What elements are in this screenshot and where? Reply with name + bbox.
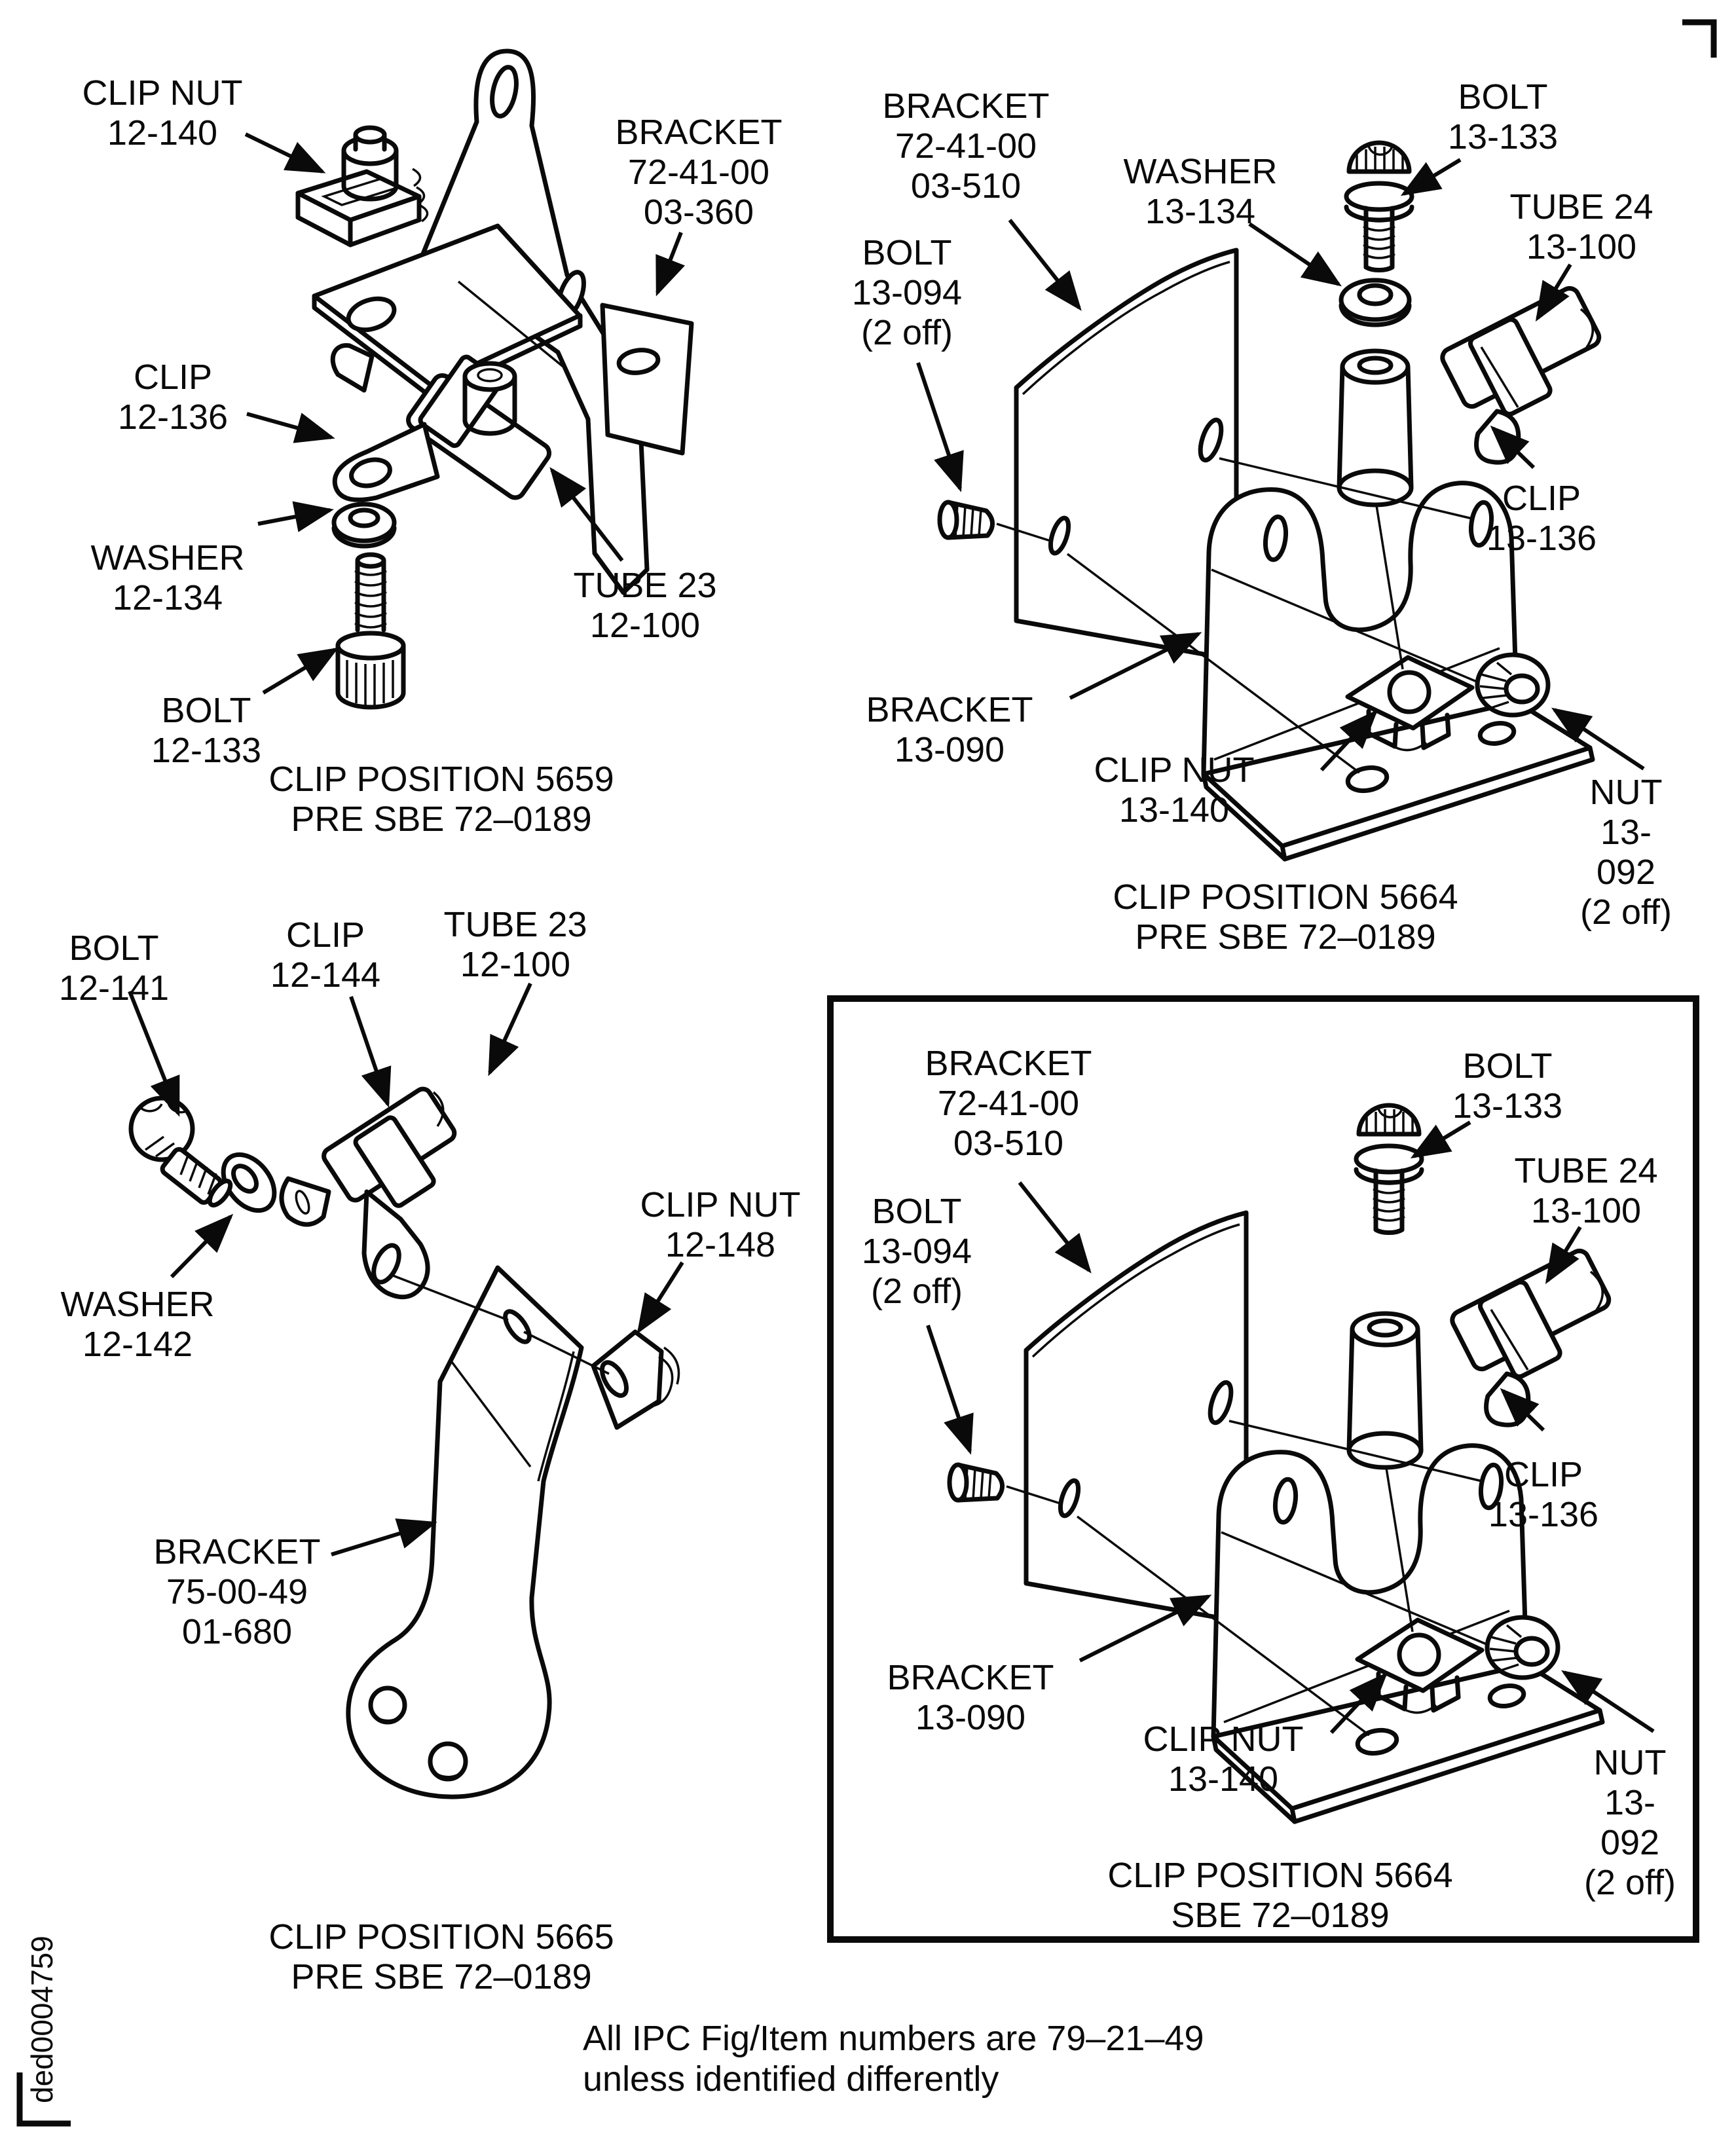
caption-5664-sbe: CLIP POSITION 5664 SBE 72–0189 xyxy=(1107,1856,1453,1935)
figure-5664-pre-arrows xyxy=(916,158,1645,772)
label-clip-13-136: CLIP 13-136 xyxy=(1486,479,1597,558)
label-clip-12-144: CLIP 12-144 xyxy=(270,915,381,995)
label-clip-12-136: CLIP 12-136 xyxy=(117,358,229,437)
label-washer-13-134: WASHER 13-134 xyxy=(1123,152,1278,231)
figure-frame xyxy=(827,995,1699,1943)
label-bolt-13-094-sbe: BOLT 13-094 (2 off) xyxy=(861,1192,972,1311)
label-clip-13-136-sbe: CLIP 13-136 xyxy=(1488,1455,1599,1534)
label-tube-24-13-100: TUBE 24 13-100 xyxy=(1509,187,1653,267)
label-bolt-12-141: BOLT 12-141 xyxy=(58,929,170,1008)
figure-5664-pre-drawing xyxy=(916,143,1645,859)
label-clip-nut-13-140: CLIP NUT 13-140 xyxy=(1094,750,1255,830)
caption-5659: CLIP POSITION 5659 PRE SBE 72–0189 xyxy=(268,760,614,839)
clip-nut-12-140-part xyxy=(295,125,429,248)
label-bracket-03-510-sbe: BRACKET 72-41-00 03-510 xyxy=(925,1044,1092,1163)
label-clip-nut-13-140-sbe: CLIP NUT 13-140 xyxy=(1143,1720,1304,1799)
label-bracket-03-360: BRACKET 72-41-00 03-360 xyxy=(615,113,783,232)
caption-5664-pre: CLIP POSITION 5664 PRE SBE 72–0189 xyxy=(1113,877,1458,957)
figure-5664-sbe-arrows xyxy=(926,1120,1655,1735)
footer-note: All IPC Fig/Item numbers are 79–21–49 un… xyxy=(583,2019,1204,2099)
page-corner-mark-bottom-left xyxy=(16,2072,71,2127)
assembly-line xyxy=(392,1274,509,1321)
label-bolt-13-133: BOLT 13-133 xyxy=(1447,77,1559,156)
label-nut-13-092-sbe: NUT 13-092 (2 off) xyxy=(1583,1743,1676,1902)
label-tube-24-13-100-sbe: TUBE 24 13-100 xyxy=(1514,1151,1658,1230)
washer-13-134-part xyxy=(1339,278,1412,327)
label-washer-12-142: WASHER 12-142 xyxy=(60,1285,215,1364)
clip-nut-12-148-part xyxy=(591,1329,680,1430)
label-bolt-13-094: BOLT 13-094 (2 off) xyxy=(851,233,963,352)
washer-12-134-part xyxy=(331,502,397,549)
bracket-75-00-49-part xyxy=(346,1265,584,1799)
label-bracket-13-090: BRACKET 13-090 xyxy=(866,690,1033,769)
label-bracket-75-00-49: BRACKET 75-00-49 01-680 xyxy=(153,1532,321,1651)
bolt-12-141-part xyxy=(128,1095,233,1207)
figure-code: ded0004759 xyxy=(25,1936,59,2103)
bolt-12-133-part xyxy=(335,552,406,710)
clip-12-144-tube-23-part xyxy=(279,1086,457,1300)
label-washer-12-134: WASHER 12-134 xyxy=(90,538,245,617)
figure-5664-sbe-drawing xyxy=(827,995,1699,1943)
label-nut-13-092: NUT 13-092 (2 off) xyxy=(1579,773,1672,932)
assembly-line xyxy=(523,1331,610,1375)
page-corner-mark-top-right xyxy=(1682,19,1717,58)
label-clip-nut-12-148: CLIP NUT 12-148 xyxy=(640,1185,801,1264)
figure-5665-arrows xyxy=(128,982,684,1556)
figure-5659-drawing xyxy=(244,48,694,710)
label-bolt-13-133-sbe: BOLT 13-133 xyxy=(1452,1046,1563,1126)
label-tube-23-12-100: TUBE 23 12-100 xyxy=(573,566,717,645)
clip-12-136-tube-23-part xyxy=(330,343,552,502)
label-bracket-13-090-sbe: BRACKET 13-090 xyxy=(887,1658,1054,1737)
washer-12-142-part xyxy=(221,1152,277,1213)
label-bolt-12-133: BOLT 12-133 xyxy=(151,691,262,770)
label-clip-nut-12-140: CLIP NUT 12-140 xyxy=(82,73,243,153)
label-tube-23-12-100-fig3: TUBE 23 12-100 xyxy=(443,905,587,984)
label-bracket-03-510: BRACKET 72-41-00 03-510 xyxy=(882,86,1050,206)
figure-5665-drawing xyxy=(128,982,684,1799)
figure-5659-arrows xyxy=(244,132,686,695)
caption-5665: CLIP POSITION 5665 PRE SBE 72–0189 xyxy=(268,1917,614,1996)
